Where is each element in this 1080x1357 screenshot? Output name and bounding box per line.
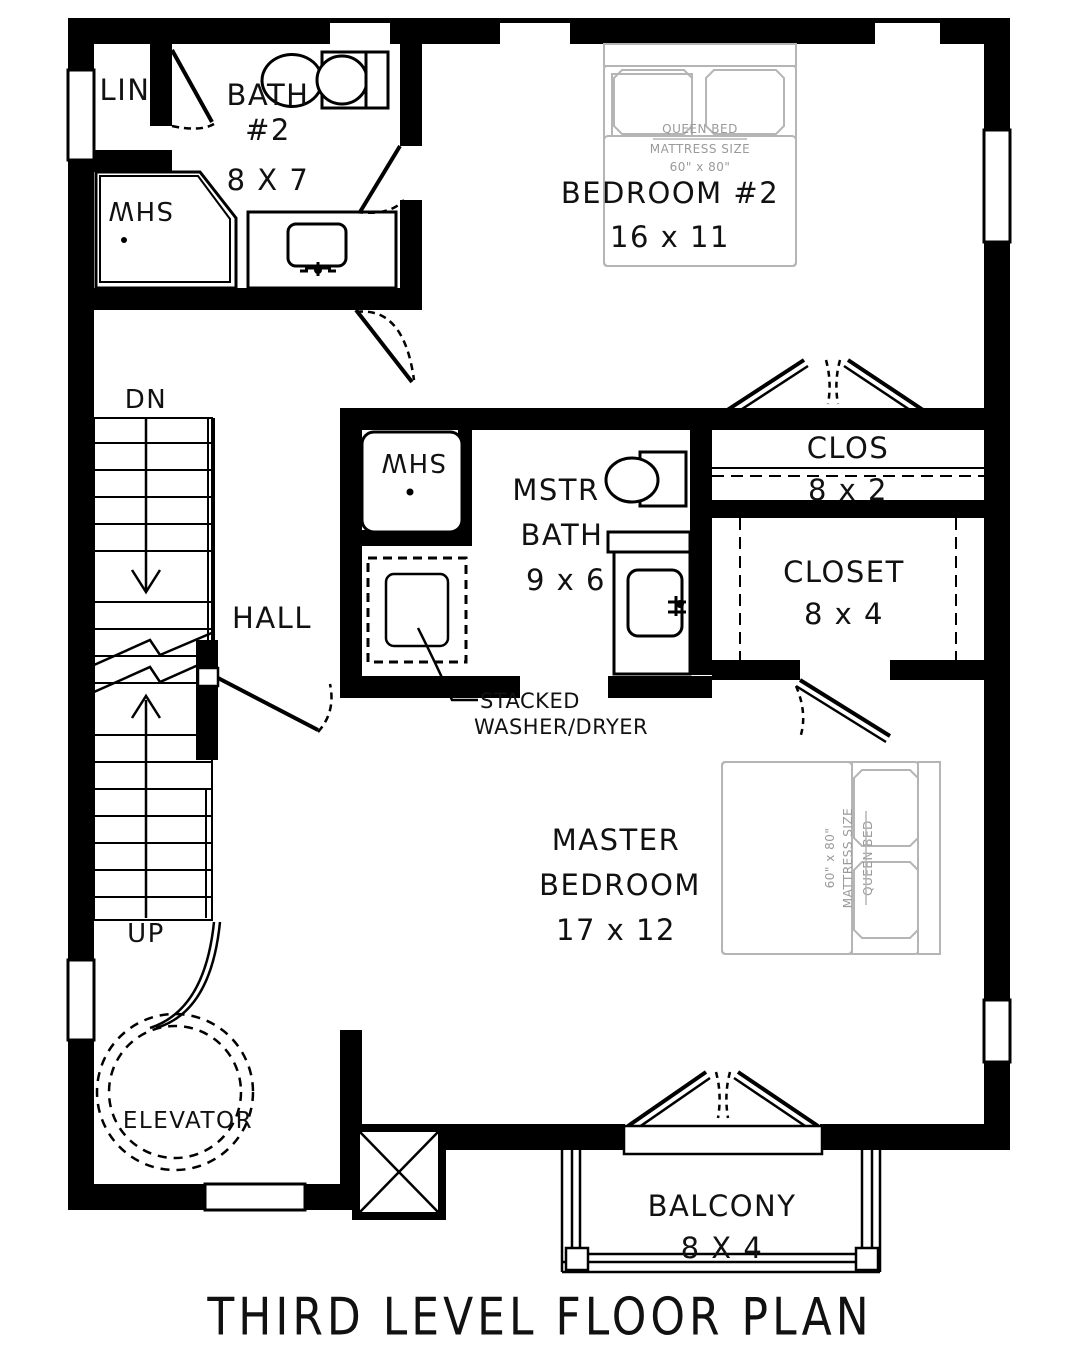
elevator: [95, 921, 255, 1172]
bedroom2-bed-note: QUEEN BED MATTRESS SIZE 60" x 80": [650, 122, 751, 174]
closet-doors: [710, 358, 984, 744]
room-dims-bath2: 8 X 7: [227, 163, 310, 197]
room-label-master-1: MASTER: [552, 823, 680, 857]
room-label-closet: CLOSET: [783, 555, 905, 589]
doors-bath2: [170, 49, 416, 384]
room-dims-bedroom2: 16 x 11: [610, 220, 730, 254]
bed-size-master: 60" x 80": [823, 828, 837, 889]
room-dims-closet: 8 x 4: [804, 597, 884, 631]
floor-plan-drawing: SHW LIN BATH #2 8 X 7 QUEEN BE: [66, 18, 1012, 1274]
master-bed-note: QUEEN BED MATTRESS SIZE 60" x 80": [823, 808, 875, 909]
door-hall-master: [196, 666, 333, 733]
page-title: THIRD LEVEL FLOOR PLAN: [207, 1287, 873, 1348]
stair-up-label: UP: [127, 919, 165, 949]
stair-down-label: DN: [125, 385, 167, 415]
room-label-lin: LIN: [100, 73, 151, 107]
room-dims-master: 17 x 12: [556, 913, 676, 947]
room-label-bath2-number: #2: [245, 113, 291, 147]
room-label-elevator: ELEVATOR: [123, 1108, 253, 1134]
exterior-walls: [66, 18, 1012, 1212]
room-label-hall: HALL: [232, 601, 312, 635]
bath2-fixtures: [94, 50, 398, 290]
room-label-balcony: BALCONY: [648, 1189, 797, 1223]
interior-walls: [94, 18, 984, 1220]
washer-dryer-note-line1: STACKED: [480, 689, 580, 713]
room-label-clos: CLOS: [807, 431, 890, 465]
bed-label-master: QUEEN BED: [861, 820, 875, 896]
room-dims-balcony: 8 X 4: [681, 1231, 764, 1265]
bed-label-bedroom2: QUEEN BED: [662, 122, 738, 136]
room-label-master-2: BEDROOM: [539, 868, 701, 902]
bed-mattress-bedroom2: MATTRESS SIZE: [650, 142, 751, 156]
bedroom2-bed: [603, 43, 797, 267]
room-label-bath2: BATH: [226, 78, 309, 112]
mstr-bath-fixtures: [360, 430, 692, 676]
room-dims-clos: 8 x 2: [808, 473, 888, 507]
washer-dryer-note-line2: WASHER/DRYER: [474, 715, 648, 739]
master-bed: [721, 761, 941, 955]
room-label-mstr-bath-1: MSTR: [512, 473, 599, 507]
shower-label-mstr: SHW: [380, 447, 446, 477]
shower-label-bath2: SHW: [107, 195, 173, 225]
balcony: [560, 1070, 882, 1274]
room-label-bedroom2: BEDROOM #2: [561, 176, 779, 210]
room-label-mstr-bath-2: BATH: [520, 518, 603, 552]
bed-size-bedroom2: 60" x 80": [670, 160, 731, 174]
plan-title-container: THIRD LEVEL FLOOR PLAN: [0, 1291, 1080, 1343]
washer-dryer-leader: [416, 627, 478, 702]
room-dims-mstr-bath: 9 x 6: [526, 563, 606, 597]
bed-mattress-master: MATTRESS SIZE: [841, 808, 855, 909]
